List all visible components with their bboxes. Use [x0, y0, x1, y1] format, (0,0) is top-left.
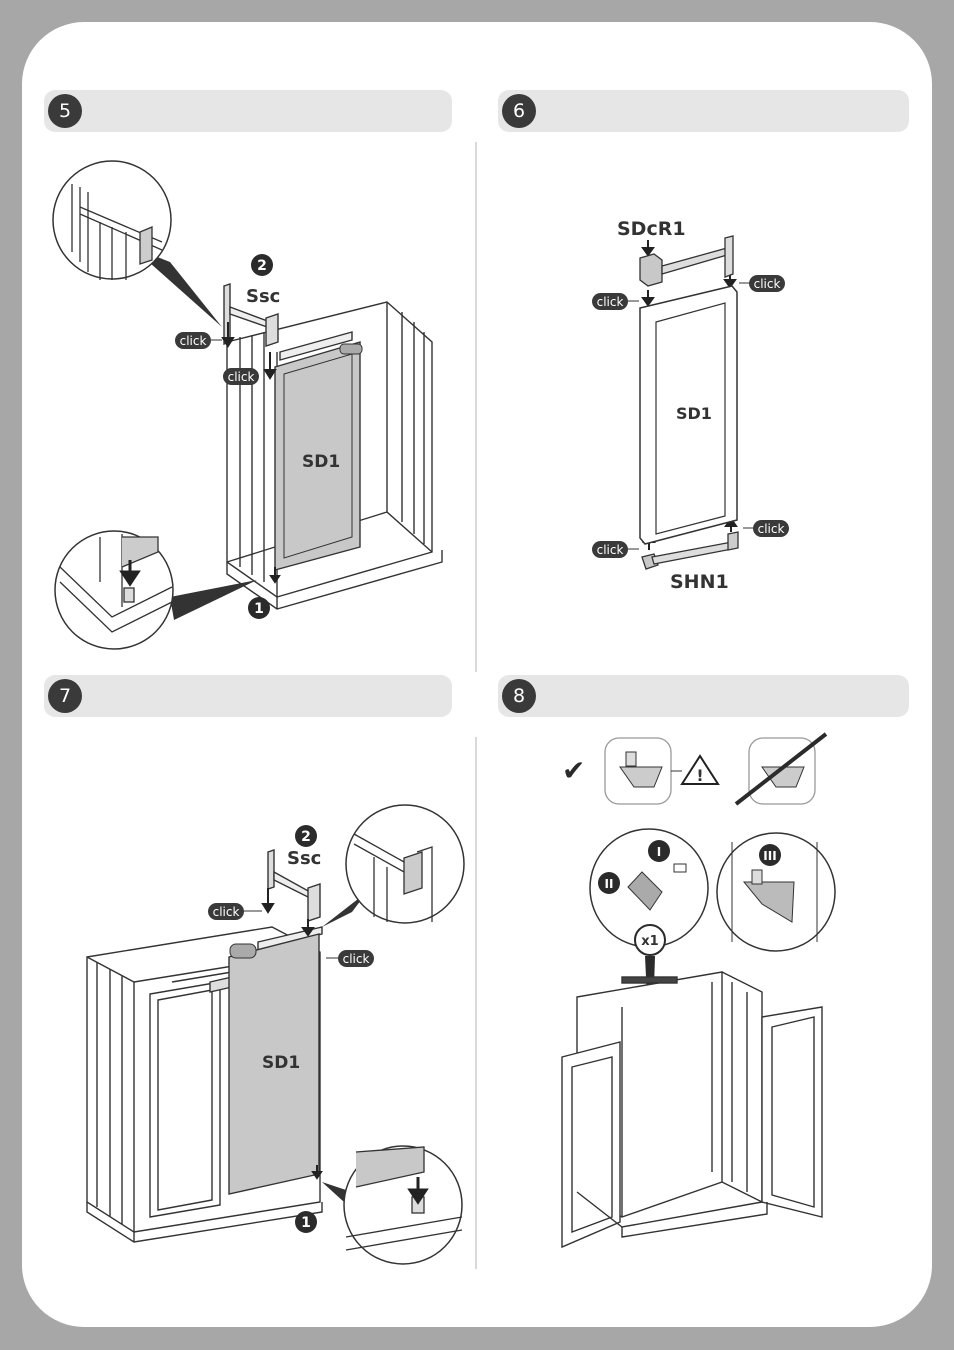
- step-6-number: 6: [502, 94, 536, 128]
- step-5-header: 5: [44, 90, 452, 132]
- step-5-callout-2: 2: [257, 258, 267, 274]
- step-5-callout-1: 1: [254, 601, 264, 617]
- column-divider-bottom: [475, 737, 477, 1269]
- step-6-header: 6: [498, 90, 909, 132]
- column-divider-top: [475, 142, 477, 672]
- step-5-click-b: click: [228, 370, 255, 384]
- step-7-header: 7: [44, 675, 452, 717]
- step-7-number: 7: [48, 679, 82, 713]
- step-8-number: 8: [502, 679, 536, 713]
- manual-page: 5 6 7 8 SD1: [22, 22, 932, 1327]
- step-5-number: 5: [48, 94, 82, 128]
- step-5-rail-label: Ssc: [246, 286, 280, 307]
- step-5-part-label: SD1: [302, 452, 340, 472]
- step-5-illustration: SD1 2 Ssc click click 1: [52, 160, 443, 650]
- step-5-click-a: click: [180, 334, 207, 348]
- step-8-header: 8: [498, 675, 909, 717]
